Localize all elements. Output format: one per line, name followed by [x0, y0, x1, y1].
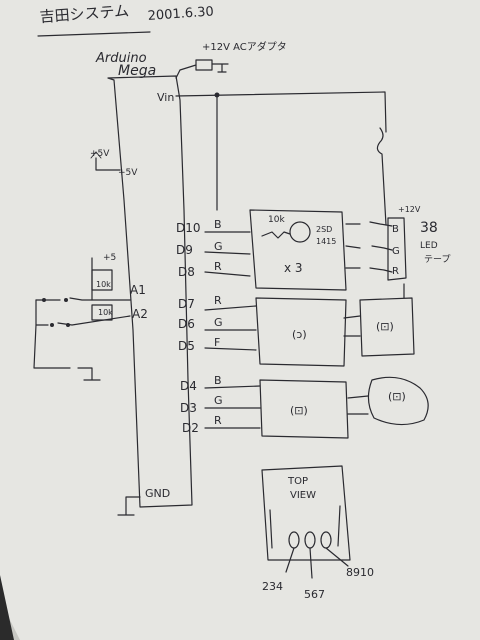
pin-d2: D2: [182, 421, 199, 435]
top-view-package: [261, 465, 351, 579]
title-underline: [37, 31, 151, 37]
top-view-line2: VIEW: [290, 490, 316, 501]
top-view-pins-8910: 8910: [346, 566, 374, 579]
power-label: +12V ACアダプタ: [202, 40, 287, 53]
wire-color-g3: G: [214, 394, 223, 407]
pin-d6: D6: [178, 317, 195, 331]
wire-color-b3: B: [214, 374, 222, 387]
paper-shadow: [0, 575, 14, 640]
pin-d8: D8: [178, 265, 195, 279]
plus5-rail-label: +5V: [118, 168, 138, 178]
driver-group-3: [204, 376, 429, 439]
pin-d7: D7: [178, 297, 195, 311]
vin-rail: [175, 91, 387, 226]
wire-color-f2: F: [214, 336, 220, 349]
power-plug: [175, 59, 229, 79]
board-name-line2: Mega: [118, 63, 156, 79]
driver-transistor-label: 2SD: [316, 225, 332, 234]
module-2-label: (⊡): [376, 320, 394, 333]
top-view-pins-234: 234: [262, 580, 283, 593]
wire-color-g2: G: [214, 316, 223, 329]
led-tape-line2: LED: [420, 241, 438, 251]
led-tape-number: 38: [420, 220, 438, 236]
driver-12v-label: +12V: [398, 205, 421, 214]
pin-d9: D9: [176, 243, 193, 257]
wire-color-g1: G: [214, 240, 223, 253]
input-a1-label: A1: [130, 283, 146, 297]
module-3-label: (⊡): [290, 404, 308, 417]
pin-d3: D3: [180, 401, 197, 415]
module-4-label: (⊡): [388, 390, 406, 403]
vin-label: Vin: [157, 91, 174, 104]
wire-color-r2: R: [214, 294, 222, 307]
wire-color-b1: B: [214, 218, 222, 231]
wire-color-r1: R: [214, 260, 222, 273]
top-view-pins-567: 567: [304, 588, 325, 601]
driver-group-2: [204, 283, 415, 367]
plus5-switch-label: +5V: [90, 149, 110, 159]
top-view-line1: TOP: [287, 476, 308, 487]
gnd-symbol: [117, 496, 141, 516]
driver-transistor-label-2: 1415: [316, 237, 336, 246]
board-name-line1: Arduino: [95, 51, 147, 66]
input-a2-label: A2: [132, 307, 148, 321]
led-tape-line3: テープ: [424, 254, 450, 265]
driver-group-1: [204, 209, 407, 291]
pin-d4: D4: [180, 379, 197, 393]
pin-d5: D5: [178, 339, 195, 353]
wire-color-r3: R: [214, 414, 222, 427]
plus5-pot-label: +5: [103, 253, 116, 263]
pin-d10: D10: [176, 221, 201, 235]
plus5-arrow: [90, 151, 102, 159]
driver-multiplier: x 3: [284, 261, 303, 275]
input-r1-label: 10k: [96, 280, 111, 289]
page-date: 2001.6.30: [147, 4, 214, 24]
input-switches: [33, 257, 131, 381]
module-1-label: (ↄ): [292, 328, 307, 341]
led-tape-pin-b: B: [392, 224, 399, 235]
led-tape-pin-r: R: [392, 266, 399, 277]
input-r2-label: 10k: [98, 308, 113, 317]
arduino-board-outline: [107, 75, 193, 508]
gnd-label: GND: [145, 487, 170, 500]
driver-resistor-label: 10k: [268, 215, 285, 225]
plus5-rail: [95, 157, 121, 171]
led-tape-pin-g: G: [392, 246, 400, 257]
